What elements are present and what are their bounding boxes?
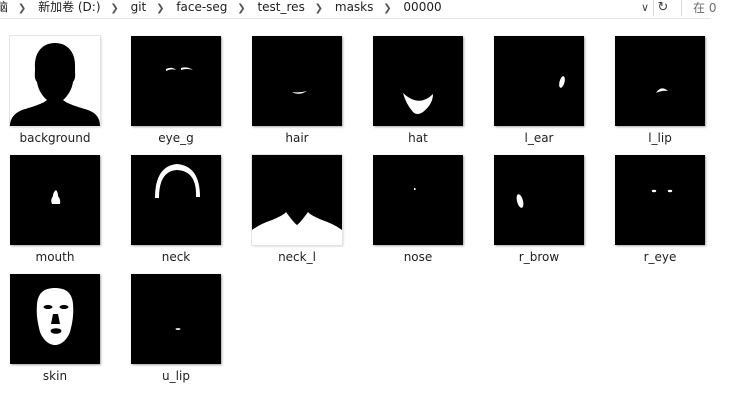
image-thumbnail — [252, 155, 342, 245]
hat-mask-icon — [403, 93, 433, 114]
search-input[interactable]: 在 0 — [681, 0, 733, 16]
file-name: background — [19, 131, 91, 145]
lip-mask-icon — [175, 328, 181, 330]
breadcrumb-test-res[interactable]: test_res — [257, 0, 305, 14]
file-item-l-lip[interactable]: l_lip — [605, 36, 715, 152]
image-thumbnail — [373, 36, 463, 126]
file-item-neck-l[interactable]: neck_l — [242, 155, 352, 271]
file-name: neck_l — [278, 250, 316, 264]
refresh-icon[interactable]: ↻ — [653, 0, 672, 16]
neck-mask-icon — [155, 164, 200, 198]
brow-mask-icon — [516, 194, 524, 208]
file-name: r_brow — [518, 250, 560, 264]
file-name: r_eye — [643, 250, 677, 264]
file-item-mouth[interactable]: mouth — [0, 155, 110, 271]
image-thumbnail — [10, 274, 100, 364]
file-name: nose — [403, 250, 433, 264]
file-item-eye-g[interactable]: eye_g — [121, 36, 231, 152]
file-item-skin[interactable]: skin — [0, 274, 110, 390]
skin-mask-icon — [36, 288, 74, 345]
file-item-u-lip[interactable]: u_lip — [121, 274, 231, 390]
image-thumbnail — [252, 36, 342, 126]
file-item-hair[interactable]: hair — [242, 36, 352, 152]
file-name: hat — [408, 131, 428, 145]
file-name: l_ear — [524, 131, 554, 145]
file-name: hair — [285, 131, 309, 145]
file-name: mouth — [35, 250, 75, 264]
image-thumbnail — [10, 155, 100, 245]
breadcrumb-computer[interactable]: 脑 — [0, 0, 9, 14]
image-thumbnail — [131, 274, 221, 364]
image-thumbnail — [494, 36, 584, 126]
nose-mask-icon — [414, 188, 416, 190]
file-name: neck — [161, 250, 191, 264]
image-thumbnail — [131, 36, 221, 126]
image-thumbnail — [494, 155, 584, 245]
file-item-r-brow[interactable]: r_brow — [484, 155, 594, 271]
silhouette-mask-icon — [10, 43, 100, 126]
breadcrumb[interactable]: 脑 ❯ 新加卷 (D:) ❯ git ❯ face-seg ❯ test_res… — [0, 0, 640, 18]
mouth-mask-icon — [51, 190, 61, 204]
eyeglasses-mask-icon — [166, 67, 193, 71]
file-name: u_lip — [162, 369, 190, 383]
file-name: eye_g — [158, 131, 194, 145]
chevron-right-icon[interactable]: ❯ — [156, 3, 165, 14]
chevron-right-icon[interactable]: ❯ — [314, 3, 324, 14]
file-item-r-eye[interactable]: r_eye — [605, 155, 715, 271]
image-thumbnail — [373, 155, 463, 245]
chevron-right-icon[interactable]: ❯ — [237, 3, 246, 14]
breadcrumb-masks[interactable]: masks — [334, 0, 374, 14]
file-item-background[interactable]: background — [0, 36, 110, 152]
image-thumbnail — [131, 155, 221, 245]
file-item-neck[interactable]: neck — [121, 155, 231, 271]
chevron-right-icon[interactable]: ❯ — [17, 3, 27, 14]
hair-mask-icon — [292, 91, 307, 94]
file-item-hat[interactable]: hat — [363, 36, 473, 152]
file-item-nose[interactable]: nose — [363, 155, 473, 271]
chevron-down-icon[interactable]: ∨ — [640, 1, 650, 14]
breadcrumb-00000[interactable]: 00000 — [403, 0, 442, 14]
file-name: l_lip — [648, 131, 672, 145]
image-thumbnail — [615, 36, 705, 126]
breadcrumb-face-seg[interactable]: face-seg — [176, 0, 228, 14]
file-item-l-ear[interactable]: l_ear — [484, 36, 594, 152]
image-thumbnail — [10, 36, 100, 126]
eye-mask-icon — [651, 189, 673, 193]
image-thumbnail — [615, 155, 705, 245]
lip-mask-icon — [656, 88, 668, 93]
chevron-right-icon[interactable]: ❯ — [383, 3, 392, 14]
neck-l-mask-icon — [252, 155, 342, 230]
ear-mask-icon — [559, 76, 565, 88]
breadcrumb-drive[interactable]: 新加卷 (D:) — [38, 0, 101, 14]
chevron-right-icon[interactable]: ❯ — [110, 3, 119, 14]
file-name: skin — [42, 369, 68, 383]
breadcrumb-git[interactable]: git — [130, 0, 147, 14]
address-bar[interactable]: 脑 ❯ 新加卷 (D:) ❯ git ❯ face-seg ❯ test_res… — [0, 0, 716, 19]
